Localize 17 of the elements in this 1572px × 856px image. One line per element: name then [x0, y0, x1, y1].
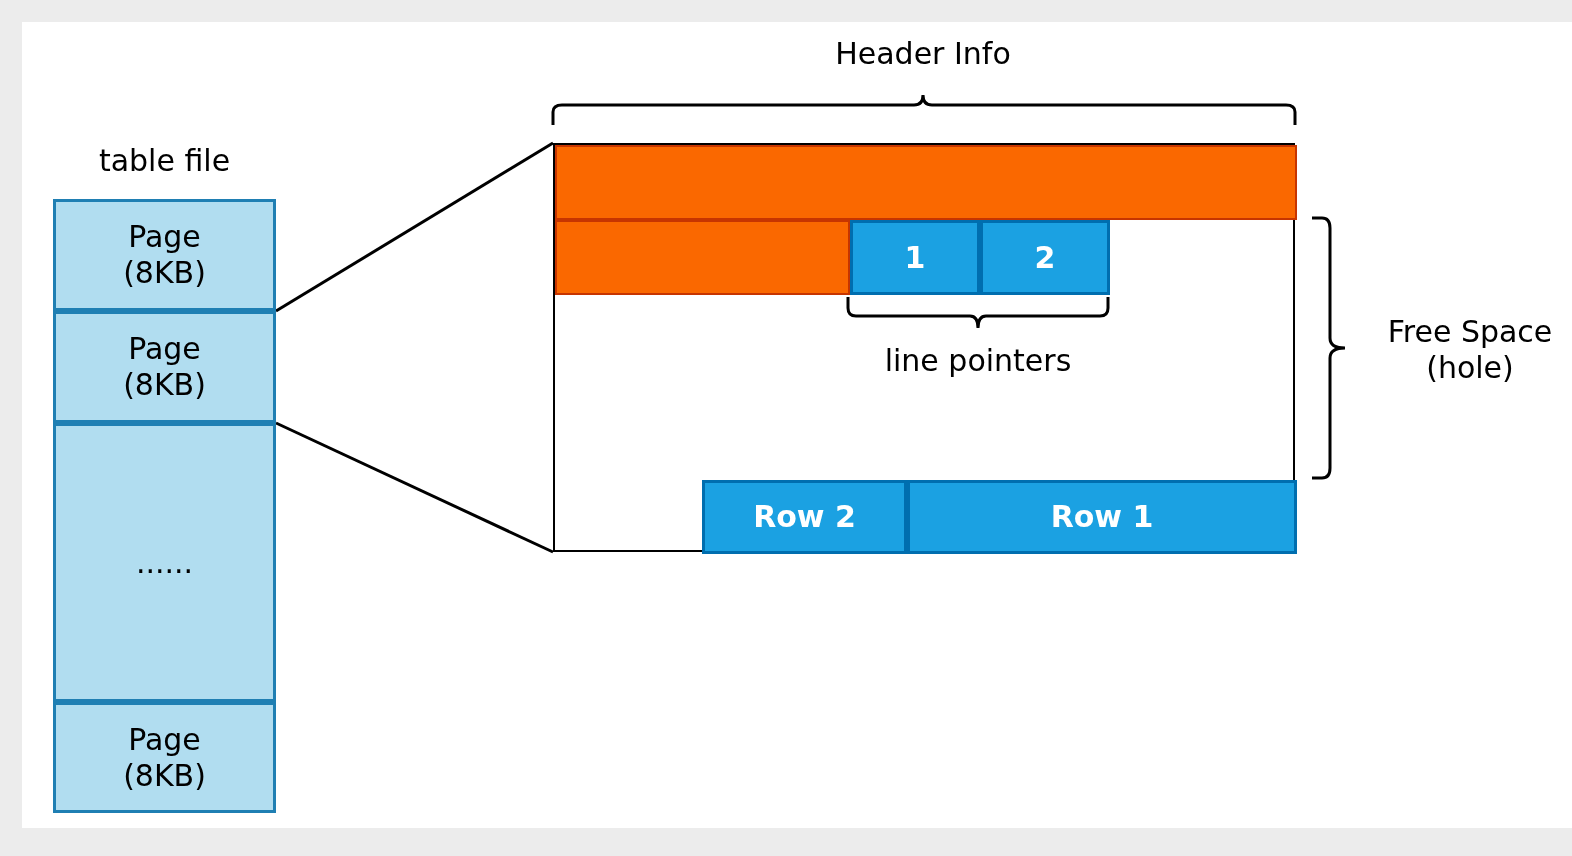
zoom-line — [275, 141, 554, 313]
page-block: ...... — [53, 423, 276, 702]
bracket-label: line pointers — [883, 343, 1073, 379]
data-block: Row 2 — [702, 480, 907, 554]
page-outline — [553, 143, 1295, 552]
page-block: Page (8KB) — [53, 199, 276, 311]
header-bar — [555, 220, 850, 295]
bracket-label: Free Space (hole) — [1386, 314, 1554, 386]
page-block: Page (8KB) — [53, 702, 276, 813]
data-block: 2 — [980, 220, 1110, 295]
bracket-label: Header Info — [834, 36, 1012, 72]
group-heading: table file — [97, 143, 232, 179]
data-block: 1 — [850, 220, 980, 295]
data-block: Row 1 — [907, 480, 1297, 554]
page-block: Page (8KB) — [53, 311, 276, 423]
header-bar — [555, 145, 1297, 220]
zoom-line — [275, 421, 554, 554]
